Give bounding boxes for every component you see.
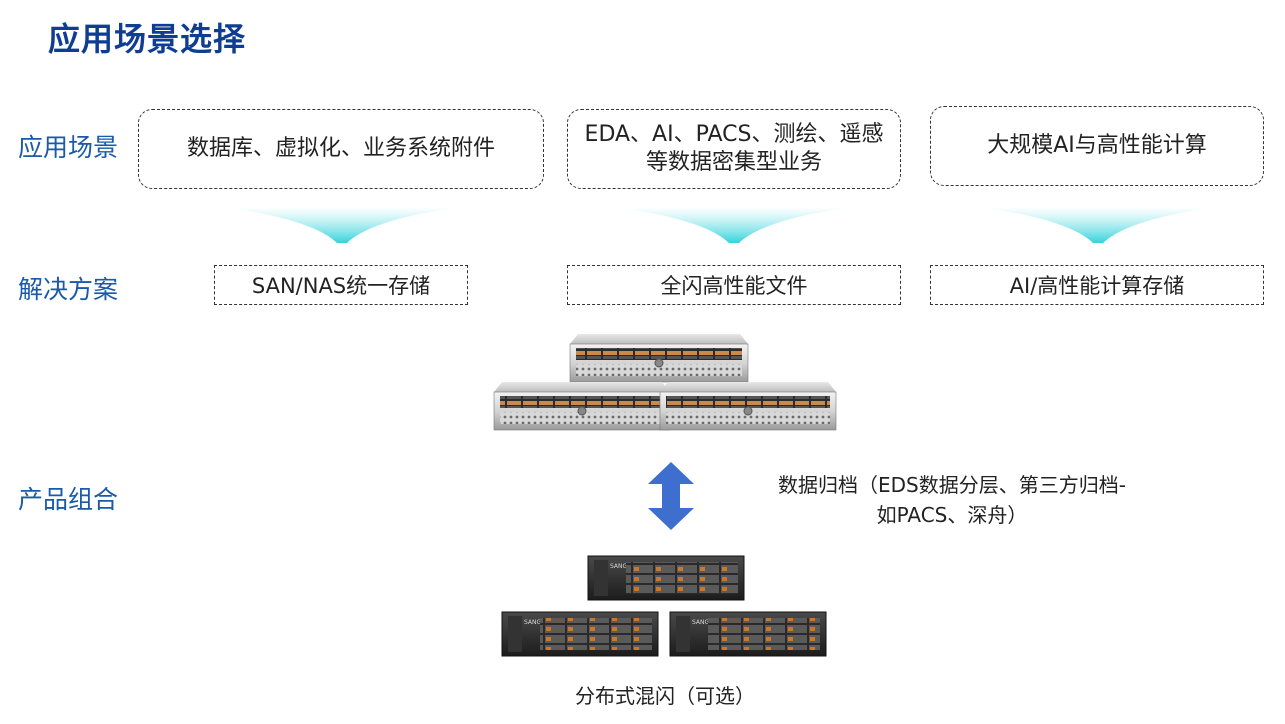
solution-box-unified-storage: SAN/NAS统一存储 — [214, 265, 468, 305]
hybrid-flash-server-stack-image: SANGFOR SANGFOR SANGFOR — [501, 555, 827, 657]
scenario-box-database: 数据库、虚拟化、业务系统附件 — [138, 109, 544, 189]
scenario-text-line2: 等数据密集型业务 — [645, 150, 822, 175]
flow-arrow-3 — [978, 207, 1218, 243]
solution-box-all-flash: 全闪高性能文件 — [567, 265, 901, 305]
hybrid-flash-caption: 分布式混闪（可选） — [575, 684, 755, 708]
row-label-scenario: 应用场景 — [18, 133, 119, 162]
server-brand-label: SANGFOR — [524, 619, 554, 626]
server-brand-label: SANGFOR — [610, 563, 640, 570]
all-flash-server-stack-image — [493, 334, 837, 431]
solution-box-ai-hpc: AI/高性能计算存储 — [930, 265, 1264, 305]
scenario-text: 数据库、虚拟化、业务系统附件 — [186, 136, 495, 161]
scenario-text-line1: EDA、AI、PACS、测绘、遥感 — [584, 122, 884, 147]
archive-description: 数据归档（EDS数据分层、第三方归档- 如PACS、深舟） — [742, 470, 1162, 530]
archive-description-line2: 如PACS、深舟） — [876, 503, 1028, 527]
flow-arrow-1 — [222, 207, 462, 243]
page-title: 应用场景选择 — [48, 20, 247, 58]
flow-arrow-2 — [614, 207, 854, 243]
scenario-text: 大规模AI与高性能计算 — [987, 133, 1207, 158]
archive-double-arrow-icon — [648, 462, 694, 530]
scenario-box-eda: EDA、AI、PACS、测绘、遥感 等数据密集型业务 — [567, 109, 901, 189]
server-brand-label: SANGFOR — [692, 619, 722, 626]
archive-description-line1: 数据归档（EDS数据分层、第三方归档- — [778, 473, 1126, 497]
row-label-product: 产品组合 — [18, 485, 119, 514]
row-label-solution: 解决方案 — [18, 275, 119, 304]
scenario-box-ai: 大规模AI与高性能计算 — [930, 106, 1264, 186]
